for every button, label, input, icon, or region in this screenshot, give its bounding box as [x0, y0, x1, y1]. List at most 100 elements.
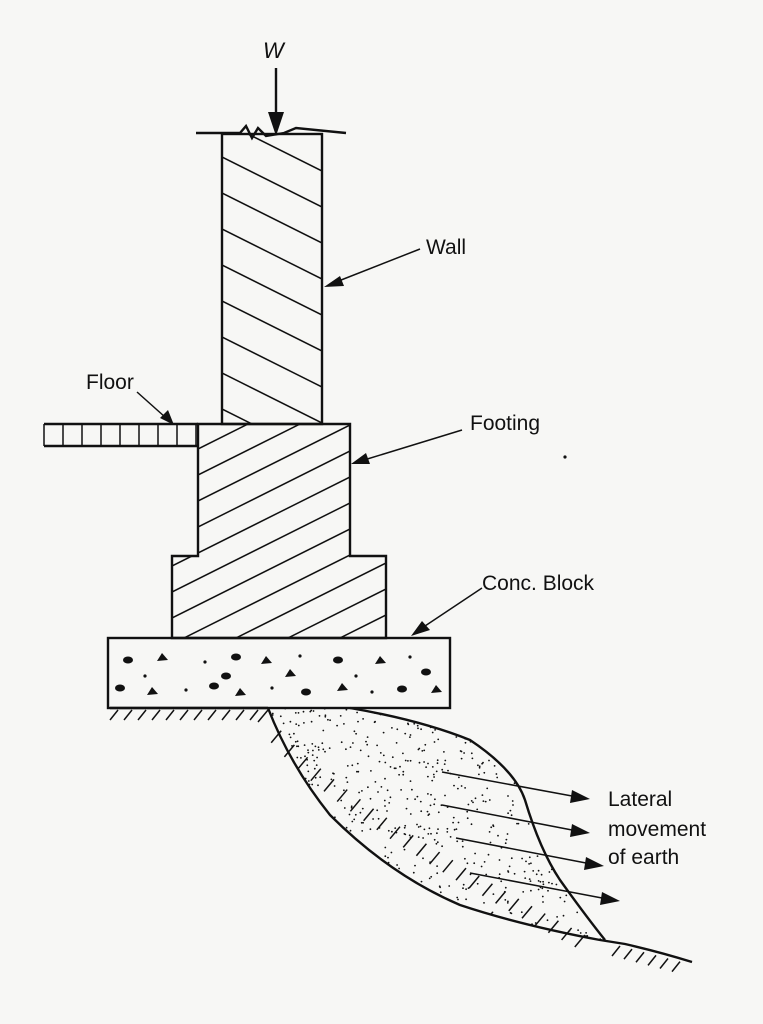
sand-dot — [357, 770, 360, 773]
sand-dot — [502, 738, 504, 741]
sand-dot — [352, 742, 354, 744]
sand-dot — [386, 810, 388, 812]
sand-dot — [436, 832, 438, 835]
sand-dot — [330, 778, 333, 781]
sand-dot — [311, 754, 314, 756]
wall-hatch-line — [222, 372, 322, 424]
sand-dot — [461, 840, 464, 842]
sand-dot — [297, 790, 300, 792]
sand-dot — [471, 928, 473, 930]
sand-dot — [368, 930, 371, 932]
sand-dot — [480, 940, 482, 942]
sand-dot — [552, 714, 555, 716]
sand-dot — [372, 818, 374, 820]
ground-surface — [109, 706, 693, 973]
sand-dot — [588, 855, 591, 857]
sand-dot — [487, 853, 490, 856]
footing-hatch-line — [160, 764, 400, 884]
sand-dot — [597, 726, 600, 729]
sand-dot — [595, 708, 598, 711]
sand-dot — [422, 857, 424, 860]
sand-dot — [510, 711, 512, 713]
sand-dot — [308, 811, 310, 814]
sand-dot — [284, 708, 287, 710]
sand-dot — [489, 841, 492, 844]
sand-dot — [435, 719, 437, 722]
sand-dot — [307, 770, 310, 773]
sand-dot — [546, 919, 549, 922]
sand-dot — [508, 865, 511, 868]
sand-dot — [512, 804, 514, 806]
sand-dot — [409, 780, 412, 782]
sand-dot — [436, 872, 439, 875]
sand-dot — [346, 881, 349, 883]
sand-dot — [345, 748, 347, 751]
sand-dot — [423, 910, 426, 913]
sand-dot — [604, 734, 605, 736]
sand-dot — [334, 816, 336, 819]
sand-dot — [389, 766, 392, 768]
ground-hatch-tick — [297, 756, 309, 770]
sand-dot — [537, 869, 540, 872]
sand-dot — [351, 764, 354, 767]
sand-dot — [318, 849, 321, 851]
sand-dot — [506, 902, 509, 904]
aggregate-dot — [298, 654, 302, 658]
sand-dot — [382, 754, 385, 757]
wall-hatch-line — [222, 408, 254, 424]
sand-dot — [307, 751, 310, 754]
footing-hatch-line — [172, 424, 386, 521]
sand-dot — [492, 893, 495, 895]
sand-dot — [303, 722, 305, 724]
sand-dot — [495, 773, 498, 775]
sand-dot — [331, 926, 333, 929]
sand-dot — [435, 770, 438, 773]
sand-dot — [493, 715, 496, 718]
sand-dot — [482, 761, 484, 764]
sand-dot — [384, 805, 386, 807]
sand-dot — [457, 787, 459, 790]
sand-dot — [268, 842, 271, 845]
footing-hatch-line — [160, 790, 400, 910]
sand-dot — [283, 804, 286, 806]
ground-hatch-tick — [283, 744, 295, 758]
sand-dot — [529, 777, 532, 780]
sand-dot — [569, 714, 572, 716]
sand-dot — [355, 732, 357, 735]
sand-dot — [551, 718, 554, 720]
sand-dot — [526, 713, 529, 715]
aggregate-stone — [285, 669, 296, 677]
ground-hatch-tick — [481, 883, 493, 897]
sand-dot — [420, 728, 422, 731]
ground-hatch-tick — [659, 958, 669, 969]
sand-dot — [597, 784, 600, 787]
sand-dot — [483, 861, 486, 863]
sand-dot — [525, 860, 527, 863]
sand-dot — [427, 762, 429, 765]
sand-dot — [521, 857, 523, 860]
sand-dot — [565, 894, 568, 897]
sand-dot — [414, 798, 416, 801]
sand-dot — [594, 812, 596, 815]
sand-dot — [379, 713, 382, 716]
sand-dot — [269, 809, 271, 812]
sand-dot — [569, 865, 572, 867]
sand-dot — [446, 827, 449, 830]
aggregate-stone — [301, 688, 311, 696]
sand-dot — [586, 897, 589, 900]
sand-dot — [321, 939, 324, 940]
sand-dot — [469, 740, 472, 743]
sand-dot — [388, 802, 391, 804]
sand-dot — [464, 857, 466, 860]
sand-dot — [403, 848, 406, 851]
aggregate-dot — [408, 655, 412, 659]
sand-dot — [431, 917, 434, 920]
sand-dot — [418, 761, 421, 764]
sand-dot — [456, 840, 459, 843]
sand-dot — [536, 855, 539, 857]
sand-dot — [547, 806, 549, 809]
sand-dot — [387, 856, 389, 859]
ground-hatch-tick — [547, 920, 559, 934]
sand-dot — [309, 847, 312, 850]
sand-dot — [435, 842, 438, 845]
